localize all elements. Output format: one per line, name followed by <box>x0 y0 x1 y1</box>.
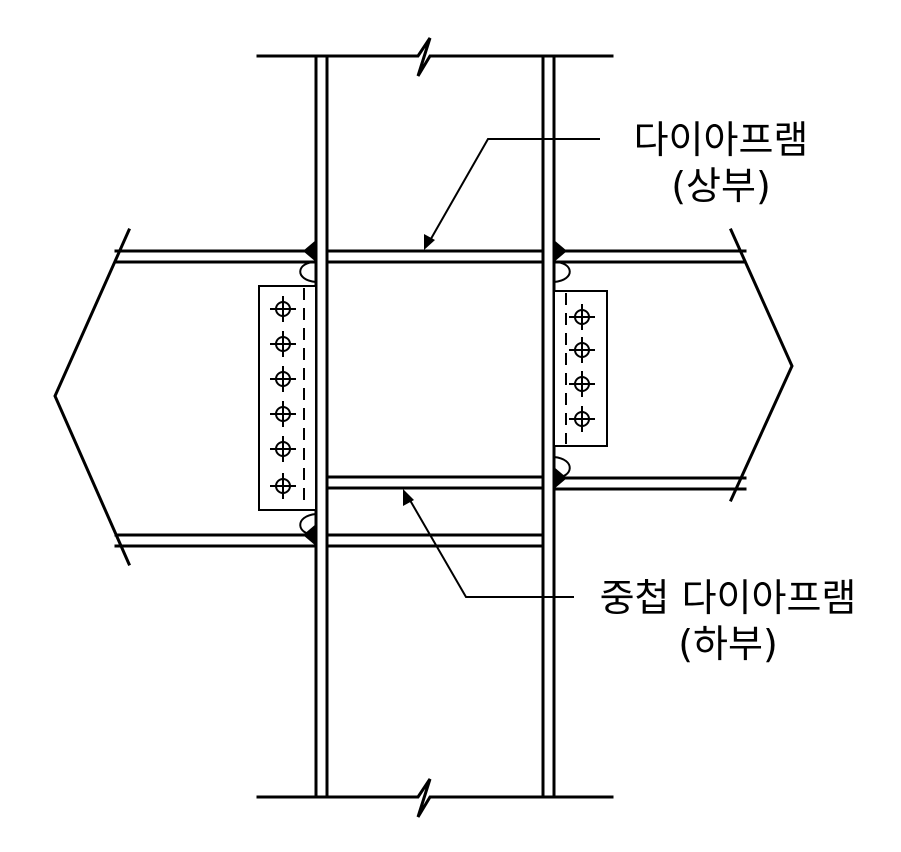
right-plate-bolts <box>569 304 595 432</box>
column-right-flange <box>541 54 556 799</box>
lower-diaphragm-label: 중첩 다이아프램 (하부) <box>578 576 878 666</box>
bottom-diaphragm <box>325 533 545 548</box>
lower-diaphragm <box>325 475 545 490</box>
lower-diaphragm-leader <box>403 489 574 598</box>
bolt <box>569 337 595 363</box>
bolt <box>270 401 296 427</box>
bolt <box>569 371 595 397</box>
bolt <box>270 473 296 499</box>
upper-diaphragm <box>325 249 545 264</box>
upper-diaphragm-label-line2: (상부) <box>671 164 771 208</box>
column-bottom-break-line <box>256 778 614 818</box>
weld-left-top <box>303 240 316 262</box>
bolt <box>270 296 296 322</box>
lower-diaphragm-label-line2: (하부) <box>678 622 778 666</box>
column-top-break-line <box>256 37 614 77</box>
scallop-right-top <box>553 261 571 283</box>
weld-right-top <box>554 240 567 262</box>
upper-diaphragm-label: 다이아프램 (상부) <box>616 118 826 208</box>
left-beam <box>53 228 318 566</box>
upper-diaphragm-label-line1: 다이아프램 <box>633 118 809 162</box>
weld-right-bottom <box>554 467 567 489</box>
lower-diaphragm-label-line1: 중첩 다이아프램 <box>599 576 857 620</box>
weld-left-bottom <box>303 524 316 546</box>
right-splice-plate <box>553 290 608 447</box>
left-splice-plate <box>258 285 317 511</box>
bolt <box>270 331 296 357</box>
scallop-left-top <box>299 261 317 283</box>
bolt <box>270 366 296 392</box>
right-beam <box>552 228 794 502</box>
bolt <box>569 304 595 330</box>
bolt <box>270 436 296 462</box>
column-left-flange <box>314 54 329 799</box>
upper-diaphragm-leader <box>424 138 600 250</box>
bolt <box>569 406 595 432</box>
left-plate-bolts <box>270 296 296 499</box>
